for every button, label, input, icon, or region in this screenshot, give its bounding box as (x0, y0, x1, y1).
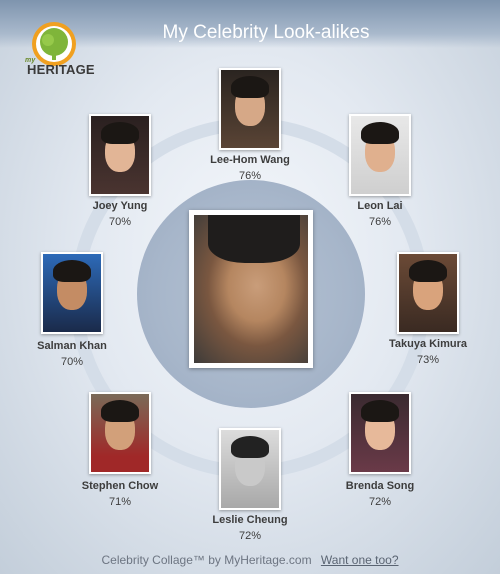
logo-my: my (25, 57, 36, 64)
celebrity-percent: 71% (108, 496, 132, 508)
celebrity-percent: 76% (368, 216, 392, 228)
photo-image (91, 394, 149, 472)
celebrity-photo-takuya-kimura[interactable] (397, 252, 459, 334)
celebrity-label: Leon Lai 76% (320, 198, 440, 230)
celebrity-photo-stephen-chow[interactable] (89, 392, 151, 474)
want-one-link[interactable]: Want one too? (320, 553, 399, 567)
photo-image (399, 254, 457, 332)
photo-hair (409, 260, 447, 282)
photo-image (221, 70, 279, 148)
user-hair (208, 215, 300, 263)
photo-hair (361, 122, 399, 144)
celebrity-percent: 70% (108, 216, 132, 228)
celebrity-label: Lee-Hom Wang 76% (190, 152, 310, 184)
celebrity-label: Leslie Cheung 72% (190, 512, 310, 544)
celebrity-name: Leslie Cheung (212, 514, 288, 526)
photo-hair (361, 400, 399, 422)
celebrity-name: Lee-Hom Wang (210, 154, 290, 166)
celebrity-name: Salman Khan (37, 340, 107, 352)
celebrity-photo-leslie-cheung[interactable] (219, 428, 281, 510)
myheritage-tree-icon[interactable] (22, 20, 86, 84)
celebrity-photo-leon-lai[interactable] (349, 114, 411, 196)
user-photo[interactable] (189, 210, 313, 368)
celebrity-label: Salman Khan 70% (12, 338, 132, 370)
header-band (0, 0, 500, 48)
footer-credit: Celebrity Collage™ by MyHeritage.com (101, 553, 312, 567)
photo-image (221, 430, 279, 508)
celebrity-percent: 70% (60, 356, 84, 368)
user-photo-image (194, 215, 308, 363)
photo-hair (231, 76, 269, 98)
celebrity-photo-lee-hom-wang[interactable] (219, 68, 281, 150)
photo-hair (101, 400, 139, 422)
celebrity-percent: 72% (368, 496, 392, 508)
photo-image (351, 116, 409, 194)
photo-hair (101, 122, 139, 144)
footer: Celebrity Collage™ by MyHeritage.com Wan… (0, 553, 500, 567)
page-title: My Celebrity Look-alikes (162, 22, 370, 43)
celebrity-photo-joey-yung[interactable] (89, 114, 151, 196)
celebrity-name: Joey Yung (92, 200, 148, 212)
celebrity-label: Joey Yung 70% (60, 198, 180, 230)
celebrity-photo-salman-khan[interactable] (41, 252, 103, 334)
celebrity-percent: 73% (416, 354, 440, 366)
photo-image (43, 254, 101, 332)
logo-heritage: HERITAGE (27, 62, 95, 77)
photo-hair (53, 260, 91, 282)
celebrity-name: Brenda Song (345, 480, 415, 492)
celebrity-photo-brenda-song[interactable] (349, 392, 411, 474)
photo-image (91, 116, 149, 194)
celebrity-label: Brenda Song 72% (320, 478, 440, 510)
celebrity-name: Takuya Kimura (388, 338, 468, 350)
celebrity-label: Takuya Kimura 73% (368, 336, 488, 368)
logo-wordmark[interactable]: my HERITAGE (25, 57, 95, 77)
celebrity-percent: 72% (238, 530, 262, 542)
celebrity-name: Stephen Chow (81, 480, 159, 492)
celebrity-name: Leon Lai (357, 200, 403, 212)
photo-image (351, 394, 409, 472)
photo-hair (231, 436, 269, 458)
celebrity-label: Stephen Chow 71% (60, 478, 180, 510)
celebrity-percent: 76% (238, 170, 262, 182)
